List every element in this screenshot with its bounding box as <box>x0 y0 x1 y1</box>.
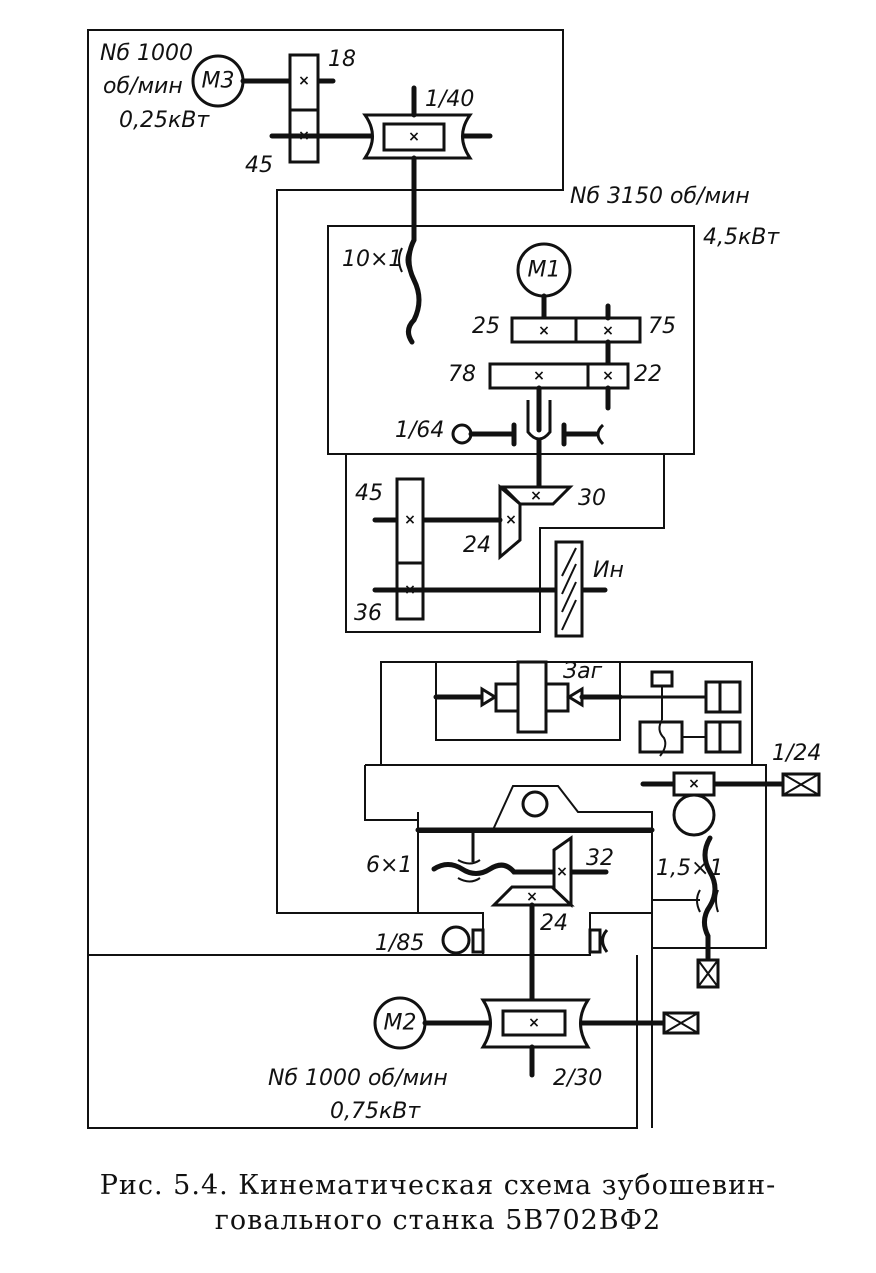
figure-caption-line-1: Рис. 5.4. Кинематическая схема зубошевин… <box>99 1170 777 1201</box>
workpiece-frame <box>435 662 621 741</box>
m2-group: М2 × Nб 1000 об/мин 0,75кВт 2/30 <box>268 996 700 1124</box>
svg-text:×: × <box>408 129 420 145</box>
outer-frame <box>87 29 564 956</box>
label-workpiece: Заг <box>563 659 603 684</box>
carriage-outline <box>380 661 753 765</box>
svg-text:×: × <box>688 776 700 792</box>
m3-power: 0,25кВт <box>119 108 210 133</box>
m3-speed-1: Nб 1000 <box>100 41 193 66</box>
label-gear-45-top: 45 <box>245 153 273 178</box>
m1-speed: Nб 3150 об/мин <box>570 184 750 209</box>
worm-1-24-group: × 1/24 <box>640 741 821 837</box>
m1-power: 4,5кВт <box>703 225 780 250</box>
svg-text:×: × <box>602 323 614 339</box>
m3-group: М3 × × × Nб 1000 об/мин 0,25кВт 18 45 1/… <box>100 41 493 345</box>
label-bevel-32: 32 <box>586 846 614 871</box>
lead-screw-10x1 <box>406 237 422 345</box>
label-screw-1-5x1: 1,5×1 <box>656 856 723 881</box>
label-tool-in: Ин <box>593 558 624 583</box>
workpiece-group: Заг <box>433 659 742 818</box>
m3-speed-2: об/мин <box>103 74 183 99</box>
gear-45-mid <box>395 477 425 565</box>
label-worm-1-24: 1/24 <box>772 741 821 766</box>
svg-text:×: × <box>528 1015 540 1031</box>
figure-caption-line-2: говального станка 5В702ВФ2 <box>214 1205 662 1236</box>
svg-text:×: × <box>533 368 545 384</box>
tool-gearbox: × × × × 45 30 24 36 Ин <box>354 477 624 638</box>
label-gear-75: 75 <box>648 314 676 339</box>
label-gear-18: 18 <box>328 47 356 72</box>
m2-power: 0,75кВт <box>330 1099 421 1124</box>
lead-screw-1-5x1 <box>702 835 718 961</box>
lead-screw-6x1 <box>431 862 555 876</box>
table-drive-group: × × 1/85 24 32 6×1 1,5×1 <box>366 827 723 1073</box>
motor-m1-label: М1 <box>528 258 561 283</box>
worm-wheel-1-24 <box>672 793 716 837</box>
label-gear-45-mid: 45 <box>355 481 383 506</box>
table-left <box>364 765 418 821</box>
svg-text:×: × <box>505 512 517 528</box>
gear-78 <box>488 362 590 390</box>
svg-text:×: × <box>602 368 614 384</box>
svg-text:×: × <box>526 889 538 905</box>
label-bevel-24-low: 24 <box>540 911 568 936</box>
outer-frame-left <box>87 955 638 1129</box>
label-worm-2-30: 2/30 <box>553 1066 602 1091</box>
motor-m2-label: М2 <box>384 1011 417 1036</box>
label-gear-22: 22 <box>634 362 662 387</box>
label-worm-1-40: 1/40 <box>425 87 474 112</box>
label-gear-78: 78 <box>448 362 476 387</box>
table-pivot <box>521 790 549 818</box>
motor-m3-label: М3 <box>202 69 235 94</box>
table-slide <box>418 785 653 1128</box>
m1-housing <box>327 225 695 455</box>
bevel-gear-24-mid <box>498 483 522 561</box>
label-clutch-1-64: 1/64 <box>395 418 444 443</box>
m2-speed: Nб 1000 об/мин <box>268 1066 448 1091</box>
clutch-1-85-knob <box>441 925 471 955</box>
shaving-tool <box>554 540 584 638</box>
bevel-gear-24-low <box>490 885 575 907</box>
m1-group: Nб 3150 об/мин 4,5кВт 10×1 М1 × × × × 1/… <box>342 184 780 493</box>
clutch-1-64-knob <box>451 423 473 445</box>
svg-text:×: × <box>556 864 568 880</box>
svg-text:×: × <box>530 488 542 504</box>
workpiece <box>516 660 548 734</box>
label-screw-6x1: 6×1 <box>366 853 412 878</box>
label-gear-25: 25 <box>472 314 500 339</box>
svg-text:×: × <box>404 512 416 528</box>
label-clutch-1-85: 1/85 <box>375 931 424 956</box>
label-screw-10x1: 10×1 <box>342 247 402 272</box>
gear-25 <box>510 316 578 344</box>
svg-text:×: × <box>298 73 310 89</box>
gearbox-housing <box>345 454 665 633</box>
label-gear-36: 36 <box>354 601 382 626</box>
label-bevel-30: 30 <box>578 486 606 511</box>
svg-text:×: × <box>538 323 550 339</box>
label-bevel-24-mid: 24 <box>463 533 491 558</box>
